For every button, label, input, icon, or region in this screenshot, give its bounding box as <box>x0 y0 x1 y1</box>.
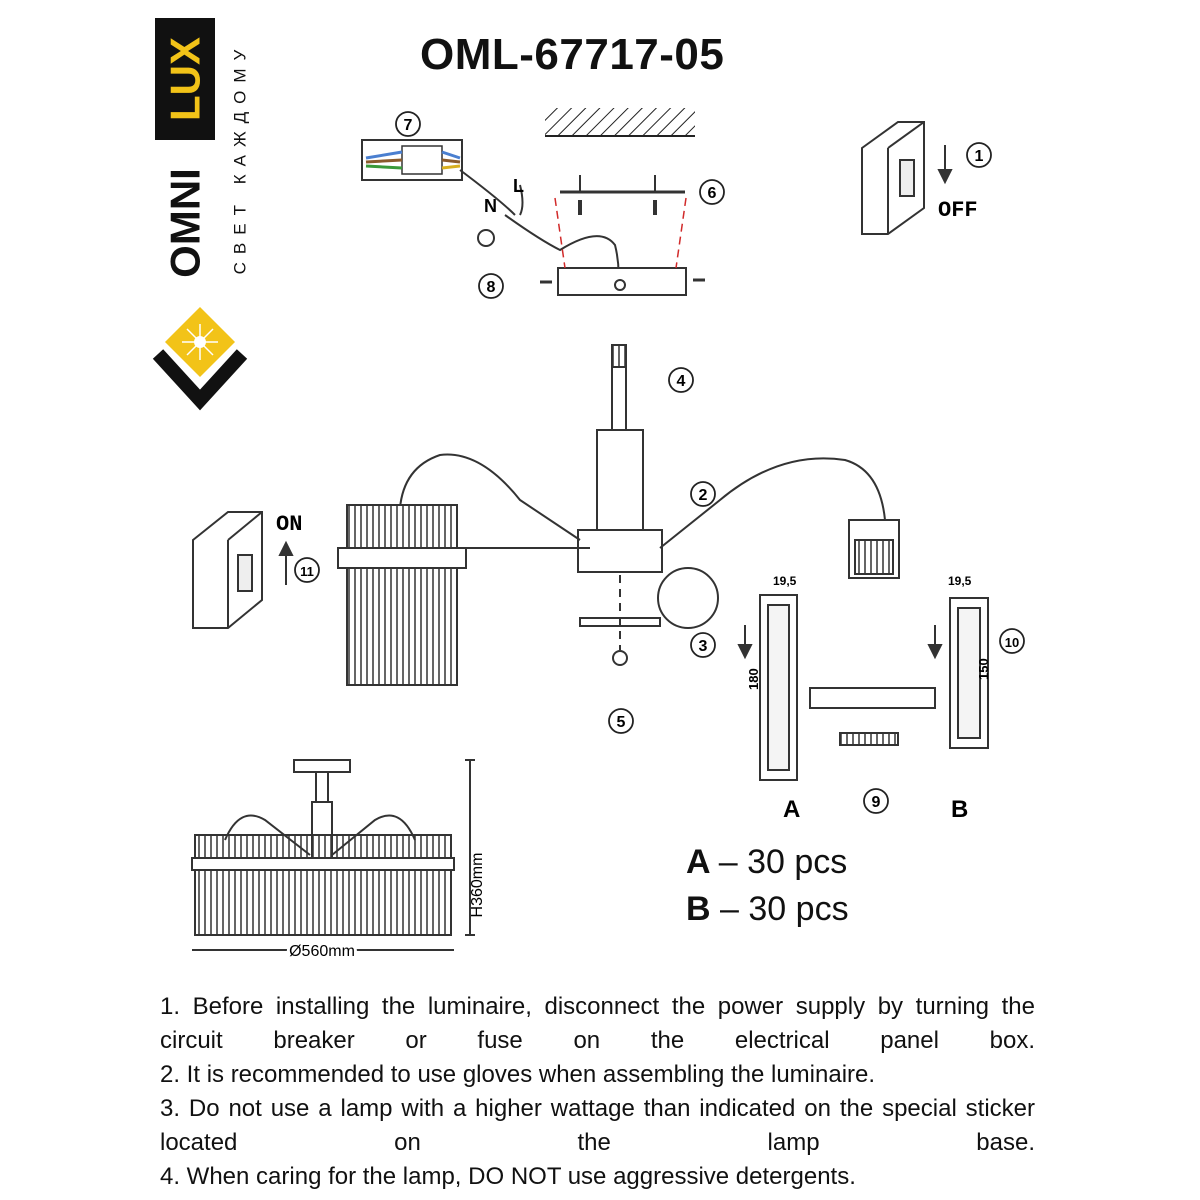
assembly-diagram: N L OFF ON <box>191 108 1025 960</box>
crystal-b-diagram <box>927 597 989 749</box>
crystal-cage-left <box>337 504 467 686</box>
dim-b-width: 19,5 <box>948 574 972 588</box>
step-marker-5: 5 <box>608 708 634 734</box>
assembled-chandelier-diagram <box>191 759 475 951</box>
model-title: OML-67717-05 <box>420 30 725 79</box>
step-marker-3: 3 <box>690 632 716 658</box>
diameter-label: Ø560mm <box>289 943 355 960</box>
brand-diamond-icon <box>150 302 250 412</box>
step-marker-11: 11 <box>294 557 320 583</box>
crystal-b-label: B <box>951 796 968 823</box>
ceiling-hatch <box>545 108 695 137</box>
step-markers: 1 2 3 4 5 6 7 8 9 10 11 <box>294 111 1025 814</box>
off-label: OFF <box>938 198 978 223</box>
chandelier-body-diagram <box>398 344 900 666</box>
step-number-5: 5 <box>617 714 626 731</box>
instruction-3: 3. Do not use a lamp with a higher watta… <box>160 1095 1035 1156</box>
instruction-1: 1. Before installing the luminaire, disc… <box>160 993 1035 1054</box>
neutral-label: N <box>484 196 497 216</box>
step-marker-9: 9 <box>863 788 889 814</box>
tagline-text: СВЕТ КАЖДОМУ <box>231 42 250 275</box>
step-number-10: 10 <box>1005 635 1019 650</box>
step-number-3: 3 <box>699 638 708 655</box>
step-number-9: 9 <box>872 794 881 811</box>
terminal-block-diagram <box>361 139 463 181</box>
step-number-11: 11 <box>300 564 314 579</box>
crystal-a-label: A <box>783 796 800 823</box>
dim-a-width: 19,5 <box>773 574 797 588</box>
step-marker-8: 8 <box>478 273 504 299</box>
instruction-2: 2. It is recommended to use gloves when … <box>160 1061 876 1088</box>
brand-tagline: СВЕТ КАЖДОМУ <box>228 18 252 298</box>
step-number-2: 2 <box>699 487 708 504</box>
brand-omni-text: OMNI <box>162 168 209 278</box>
dim-a-length: 180 <box>746 668 761 690</box>
step-number-7: 7 <box>404 117 413 134</box>
instruction-4: 4. When caring for the lamp, DO NOT use … <box>160 1163 856 1190</box>
crystal-a-diagram <box>737 594 798 781</box>
step-number-6: 6 <box>708 185 717 202</box>
height-label: H360mm <box>469 853 486 918</box>
switch-off-diagram <box>861 121 953 235</box>
dim-b-length: 150 <box>976 658 991 680</box>
on-label: ON <box>276 512 302 537</box>
part-b-quantity: B – 30 pcs <box>686 890 849 928</box>
part-a-quantity: A – 30 pcs <box>686 843 848 881</box>
mount-ring-diagram <box>809 687 936 746</box>
step-marker-6: 6 <box>699 179 725 205</box>
step-number-4: 4 <box>677 373 686 390</box>
step-marker-10: 10 <box>999 628 1025 654</box>
step-marker-4: 4 <box>668 367 694 393</box>
brand-logo: LUX OMNI <box>155 18 215 298</box>
live-label: L <box>513 176 524 196</box>
mounting-plate-diagram <box>459 169 705 296</box>
step-marker-1: 1 <box>966 142 992 168</box>
step-number-1: 1 <box>975 148 984 165</box>
guide-lines <box>554 197 687 269</box>
safety-instructions: 1. Before installing the luminaire, disc… <box>160 990 1035 1194</box>
step-marker-2: 2 <box>690 481 716 507</box>
brand-lux-text: LUX <box>162 37 209 121</box>
switch-on-diagram <box>192 511 294 629</box>
step-marker-7: 7 <box>395 111 421 137</box>
step-number-8: 8 <box>487 279 496 296</box>
